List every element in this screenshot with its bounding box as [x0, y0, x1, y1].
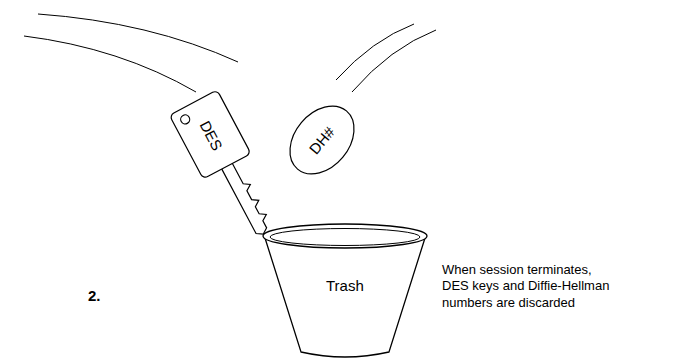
- coin-outline: [277, 94, 367, 187]
- note-text: When session terminates, DES keys and Di…: [442, 262, 616, 311]
- step-number: 2.: [88, 287, 101, 306]
- trash-rim: [263, 224, 427, 248]
- trash-can: Trash: [261, 222, 429, 364]
- dh-coin: DH#: [275, 92, 368, 188]
- key-hole: [179, 113, 191, 125]
- motion-arcs: [24, 14, 436, 92]
- des-key-outline: [168, 89, 288, 248]
- key-head: [169, 90, 250, 179]
- motion-arc: [352, 30, 436, 92]
- motion-arc: [24, 36, 196, 92]
- trash-body: [265, 238, 425, 357]
- trash-can-outline: [261, 222, 429, 364]
- motion-arc: [38, 14, 238, 62]
- node-text: Trash: [326, 278, 364, 293]
- trash-inner-rim: [270, 229, 420, 246]
- key-blade: [220, 158, 273, 237]
- motion-arc: [336, 24, 414, 80]
- des-key: DES: [168, 89, 288, 248]
